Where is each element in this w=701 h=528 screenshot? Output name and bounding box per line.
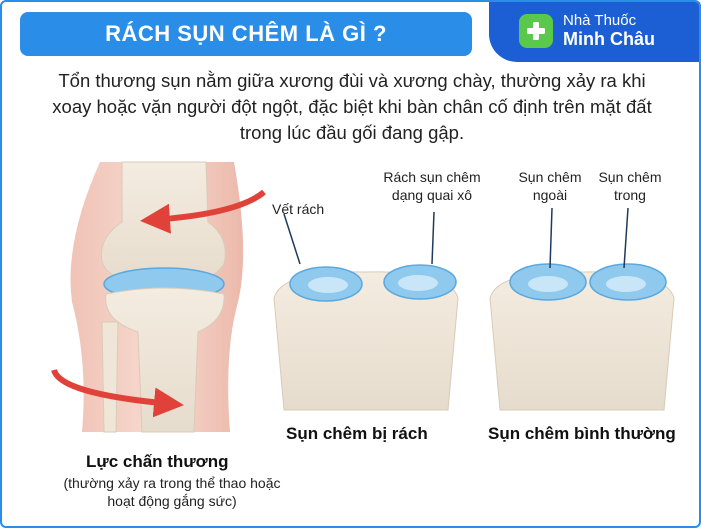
outer-meniscus-label: Sụn chêm ngoài — [518, 169, 582, 203]
torn-meniscus-illustration — [273, 211, 459, 411]
brand-line-2: Minh Châu — [563, 29, 655, 50]
rotation-arrow-top — [140, 189, 266, 234]
right-caption: Sụn chêm bình thường — [488, 424, 676, 443]
rotation-arrow-bottom — [51, 368, 184, 418]
left-subcaption: (thường xảy ra trong thể thao hoặc hoạt … — [63, 475, 281, 509]
inner-meniscus-label: Sụn chêm trong — [598, 169, 662, 203]
medical-cross-icon — [519, 14, 553, 48]
outer-meniscus-pointer — [549, 207, 553, 269]
tibia-bone — [105, 287, 225, 433]
title-banner: RÁCH SỤN CHÊM LÀ GÌ ? — [20, 12, 472, 56]
description-text: Tổn thương sụn nằm giữa xương đùi và xươ… — [52, 70, 652, 143]
bucket-tear-label: Rách sụn chêm dạng quai xô — [383, 169, 481, 203]
tear-label: Vết rách — [272, 201, 325, 217]
knee-anatomy-illustration — [51, 161, 266, 433]
brand-logo: Nhà Thuốc Minh Châu — [489, 2, 699, 62]
fibula-bone — [101, 321, 119, 433]
tibia-plateau-middle — [273, 271, 459, 411]
tibia-plateau-right — [489, 271, 675, 411]
tear-pointer — [283, 213, 301, 265]
inner-meniscus-pointer — [623, 207, 629, 269]
brand-line-1: Nhà Thuốc — [563, 12, 637, 30]
normal-meniscus-illustration — [489, 207, 675, 411]
brand-name: Nhà Thuốc Minh Châu — [563, 12, 655, 50]
page-title: RÁCH SỤN CHÊM LÀ GÌ ? — [105, 21, 387, 46]
middle-caption: Sụn chêm bị rách — [286, 424, 428, 443]
left-caption: Lực chấn thương — [86, 452, 229, 471]
bucket-tear-pointer — [431, 211, 435, 265]
